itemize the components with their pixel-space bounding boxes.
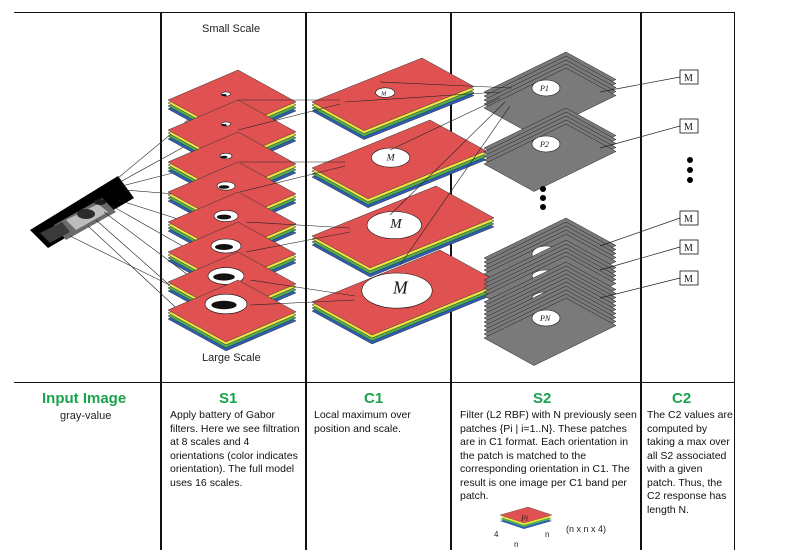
s1-title: S1 — [219, 390, 238, 407]
gabor-bar — [221, 124, 227, 126]
divider-horizontal — [14, 382, 734, 383]
s1-stacks — [167, 69, 297, 352]
c1-max-label: M — [386, 153, 396, 164]
right-border — [734, 12, 735, 550]
input-image-subtitle: gray-value — [60, 410, 112, 422]
c1-title: C1 — [364, 390, 384, 407]
s2-patch-blob — [531, 135, 561, 153]
c2-max-label: M — [684, 214, 693, 225]
gabor-bar — [220, 155, 228, 159]
c1-blob — [371, 147, 411, 168]
c2-max-box: M — [679, 239, 699, 255]
c1-to-s2-lines — [344, 81, 513, 266]
s2-patch-blob — [531, 79, 561, 97]
s1-description: Apply battery of Gabor filters. Here we … — [170, 409, 300, 489]
s2-title: S2 — [533, 390, 552, 407]
s2-legend-patch: Pi 4 n n — [494, 506, 553, 549]
s2-to-c2-lines — [599, 76, 681, 299]
c2-max-label: M — [684, 73, 693, 84]
s2-legend-dims: (n x n x 4) — [566, 524, 607, 534]
legend-depth-label: 4 — [494, 530, 499, 539]
c2-ellipsis-dots — [687, 157, 693, 183]
c1-stack: M — [311, 119, 487, 209]
c1-blob — [361, 272, 433, 309]
s2-patch-stack: P1 — [483, 51, 617, 136]
s2-patch-stack: P2 — [483, 107, 617, 192]
gabor-bar — [211, 300, 237, 310]
s1-to-c1-lines — [237, 99, 356, 306]
c1-max-label: M — [380, 92, 387, 98]
s2-ellipsis-dots — [540, 186, 546, 210]
c1-stack: M — [311, 57, 475, 140]
top-border — [14, 12, 734, 13]
s2-description: Filter (L2 RBF) with N previously seen p… — [460, 409, 637, 502]
c1-description: Local maximum over position and scale. — [314, 409, 411, 435]
c1-stack: M — [311, 185, 495, 278]
input-face-image — [30, 176, 134, 248]
legend-n-side-label: n — [545, 530, 549, 539]
gabor-bar — [218, 185, 230, 189]
c1-stack: M — [311, 249, 501, 345]
c1-max-label: M — [389, 216, 402, 231]
c1-blob — [375, 87, 396, 98]
s2-patch-stack: PN — [483, 281, 617, 366]
large-scale-label: Large Scale — [202, 352, 261, 364]
input-image-title: Input Image — [42, 390, 127, 407]
c2-max-box: M — [679, 270, 699, 286]
gabor-bar — [221, 94, 227, 96]
s2-patch-label: P2 — [539, 140, 549, 149]
s2-patch-label: PN — [539, 314, 551, 323]
c1-max-label: M — [392, 278, 409, 298]
c1-stacks: M M M M — [311, 57, 501, 345]
s2-patch-label: P1 — [539, 84, 549, 93]
c2-title: C2 — [672, 390, 692, 407]
gabor-bar — [213, 273, 235, 281]
c2-max-label: M — [684, 274, 693, 285]
divider-s2-c2 — [640, 12, 642, 550]
c2-max-label: M — [684, 243, 693, 254]
s2-stacks: P1P2P3PN — [483, 51, 617, 366]
c2-description: The C2 values are computed by taking a m… — [647, 409, 733, 516]
c2-max-boxes: M M M M M — [679, 69, 699, 286]
c2-max-label: M — [684, 122, 693, 133]
gabor-bar — [216, 214, 232, 220]
c2-max-box: M — [679, 69, 699, 85]
divider-s1-c1 — [305, 12, 307, 550]
legend-n-bottom-label: n — [514, 540, 518, 549]
c1-blob — [366, 211, 422, 240]
legend-patch-label: Pi — [520, 514, 528, 523]
s2-patch-blob — [531, 309, 561, 327]
small-scale-label: Small Scale — [202, 23, 261, 35]
c2-max-box: M — [679, 118, 699, 134]
gabor-bar — [215, 244, 233, 250]
c2-max-box: M — [679, 210, 699, 226]
